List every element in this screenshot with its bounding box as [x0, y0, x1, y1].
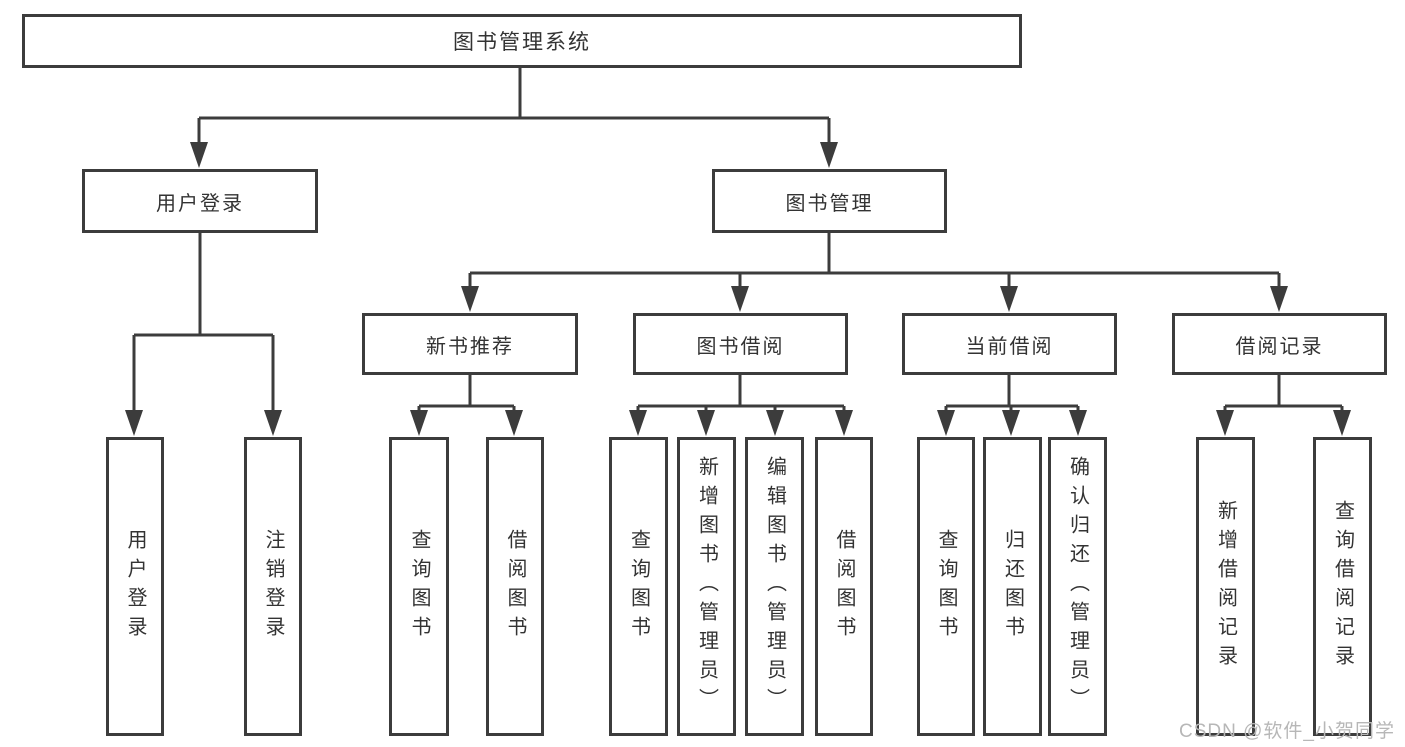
node-book-management: 图书管理	[712, 169, 947, 233]
node-leaf-current-confirm-return-admin: 确认归还（管理员）	[1048, 437, 1107, 736]
node-leaf-borrow-query-books: 查询图书	[609, 437, 668, 736]
node-user-login: 用户登录	[82, 169, 318, 233]
node-library-management-system: 图书管理系统	[22, 14, 1022, 68]
leaf-label: 借阅图书	[504, 528, 526, 645]
leaf-label: 查询图书	[408, 528, 430, 645]
node-book-borrow: 图书借阅	[633, 313, 848, 375]
arrowheads	[125, 142, 1351, 436]
node-leaf-records-add: 新增借阅记录	[1196, 437, 1255, 736]
leaf-label: 编辑图书（管理员）	[763, 456, 786, 717]
leaf-label: 用户登录	[124, 528, 146, 645]
node-leaf-recommend-borrow-books: 借阅图书	[486, 437, 544, 736]
leaf-label: 新增图书（管理员）	[695, 456, 718, 717]
node-borrow-records: 借阅记录	[1172, 313, 1387, 375]
node-leaf-current-return-books: 归还图书	[983, 437, 1042, 736]
leaf-label: 查询图书	[627, 528, 650, 645]
leaf-label: 归还图书	[1001, 528, 1024, 645]
node-leaf-recommend-query-books: 查询图书	[389, 437, 449, 736]
node-leaf-current-query-books: 查询图书	[917, 437, 975, 736]
node-leaf-borrow-edit-books-admin: 编辑图书（管理员）	[745, 437, 804, 736]
node-current-borrow: 当前借阅	[902, 313, 1117, 375]
leaf-label: 查询图书	[935, 528, 957, 645]
leaf-label: 借阅图书	[833, 528, 855, 645]
leaf-label: 确认归还（管理员）	[1066, 456, 1089, 717]
leaf-label: 注销登录	[262, 528, 284, 645]
node-leaf-borrow-borrow-books: 借阅图书	[815, 437, 873, 736]
node-leaf-logout-login: 注销登录	[244, 437, 302, 736]
node-leaf-borrow-add-books-admin: 新增图书（管理员）	[677, 437, 736, 736]
leaf-label: 新增借阅记录	[1214, 499, 1237, 674]
node-leaf-user-login: 用户登录	[106, 437, 164, 736]
node-new-book-recommend: 新书推荐	[362, 313, 578, 375]
node-leaf-records-query: 查询借阅记录	[1313, 437, 1372, 736]
leaf-label: 查询借阅记录	[1331, 499, 1354, 674]
csdn-watermark: CSDN @软件_小贺同学	[1179, 721, 1395, 742]
